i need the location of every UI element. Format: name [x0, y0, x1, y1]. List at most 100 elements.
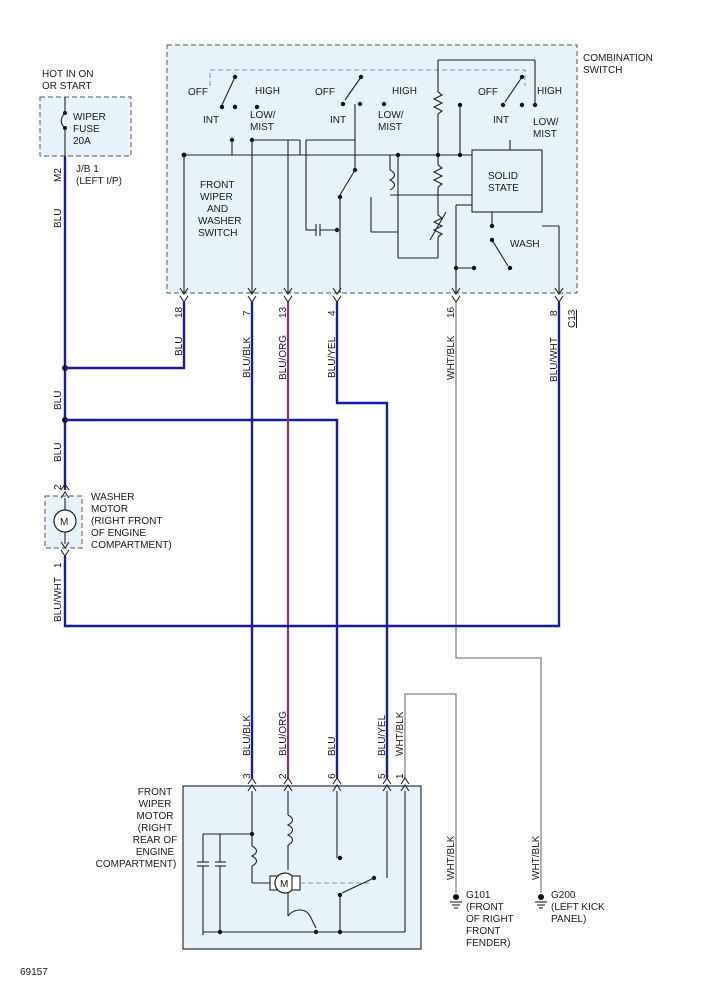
switch-internals — [181, 59, 560, 293]
fm-line-1: FRONT — [138, 787, 172, 798]
g101-line-1: (FRONT — [466, 902, 504, 913]
mist-label-3: MIST — [533, 129, 557, 140]
fm-line-3: MOTOR — [136, 811, 173, 822]
and-label: AND — [207, 204, 228, 215]
solid-label: SOLID — [488, 171, 518, 182]
wash-label: WASH — [510, 239, 540, 250]
off-label-3: OFF — [478, 87, 498, 98]
wire-blu-blk-1: BLU/BLK — [242, 337, 253, 378]
wm-line-5: COMPARTMENT) — [91, 540, 172, 551]
motor-pin-5: 5 — [377, 773, 388, 779]
motor-pin-1: 1 — [395, 773, 406, 779]
pin-18: 18 — [174, 306, 185, 318]
off-label-1: OFF — [188, 87, 208, 98]
jb-pin: M2 — [53, 168, 64, 182]
ground-g101 — [450, 894, 462, 909]
ground-labels: G101 (FRONT OF RIGHT FRONT FENDER) G200 … — [466, 890, 605, 949]
wire-blu-org-2: BLU/ORG — [278, 711, 289, 756]
hot-label: HOT IN ON — [42, 69, 93, 80]
wire-wht-blk-2: WHT/BLK — [395, 711, 406, 756]
switch-label: SWITCH — [583, 65, 622, 76]
pin-13: 13 — [278, 306, 289, 318]
pin-8: 8 — [549, 310, 560, 316]
washer-motor-m: M — [60, 517, 68, 528]
wire-blu-1: BLU — [53, 209, 64, 228]
combo-switch-labels: COMBINATION SWITCH FRONT WIPER AND WASHE… — [188, 53, 653, 328]
washer-motor-labels: 2 1 M WASHER MOTOR (RIGHT FRONT OF ENGIN… — [53, 484, 172, 568]
mist-label-1: MIST — [250, 122, 274, 133]
wire-color-labels: BLU BLU BLU BLU BLU/BLK BLU/ORG BLU/YEL … — [53, 209, 560, 880]
wiper-motor-internals — [197, 777, 410, 935]
harness-wires — [62, 156, 561, 893]
mist-label-2: MIST — [378, 122, 402, 133]
combination-label: COMBINATION — [583, 53, 653, 64]
high-label-3: HIGH — [537, 86, 562, 97]
fm-line-4: (RIGHT — [138, 823, 172, 834]
wire-blu-3: BLU — [53, 391, 64, 410]
low-label-3: LOW/ — [533, 117, 559, 128]
fm-line-2: WIPER — [139, 799, 172, 810]
motor-pin-3: 3 — [242, 773, 253, 779]
wire-blu-org-1: BLU/ORG — [278, 335, 289, 380]
wire-wht-blk-3: WHT/BLK — [446, 835, 457, 880]
high-label-1: HIGH — [255, 86, 280, 97]
int-label-2: INT — [330, 115, 346, 126]
int-label-3: INT — [493, 115, 509, 126]
front-label: FRONT — [200, 180, 234, 191]
wiper-label: WIPER — [200, 192, 233, 203]
low-label-1: LOW/ — [250, 110, 276, 121]
wiper-motor-box — [182, 785, 422, 950]
wm-line-4: OF ENGINE — [91, 528, 146, 539]
pin-4: 4 — [327, 310, 338, 316]
power-source-labels: HOT IN ON OR START WIPER FUSE 20A J/B 1 … — [42, 69, 122, 187]
wm-line-3: (RIGHT FRONT — [91, 516, 162, 527]
or-start-label: OR START — [42, 81, 92, 92]
pin-7: 7 — [242, 310, 253, 316]
fm-line-6: ENGINE — [136, 847, 175, 858]
g200-label: G200 — [551, 890, 576, 901]
fuse-box — [39, 96, 132, 157]
wire-blu-yel-1: BLU/YEL — [327, 336, 338, 378]
washer-motor — [53, 483, 77, 557]
wm-line-2: MOTOR — [91, 504, 128, 515]
wire-wht-blk-4: WHT/BLK — [531, 835, 542, 880]
jb-name: J/B 1 — [76, 164, 99, 175]
g101-label: G101 — [466, 890, 491, 901]
washer-label: WASHER — [198, 216, 242, 227]
g200-line-2: PANEL) — [551, 914, 586, 925]
switch-name-label: SWITCH — [198, 228, 237, 239]
fuse-word: FUSE — [73, 124, 100, 135]
pin-16: 16 — [446, 306, 457, 318]
jb-location: (LEFT I/P) — [76, 176, 122, 187]
g101-line-3: FRONT — [466, 926, 500, 937]
motor-pin-6: 6 — [327, 773, 338, 779]
figure-number: 69157 — [20, 967, 48, 978]
fm-line-5: REAR OF — [133, 835, 177, 846]
wire-blu-blk-2: BLU/BLK — [242, 715, 253, 756]
washer-pin-1: 1 — [53, 562, 64, 568]
wire-blu-4: BLU — [53, 443, 64, 462]
ground-g200 — [535, 894, 547, 909]
int-label-1: INT — [203, 115, 219, 126]
wire-blu-5: BLU — [327, 737, 338, 756]
off-label-2: OFF — [315, 87, 335, 98]
wire-blu-2: BLU — [174, 337, 185, 356]
g101-line-2: OF RIGHT — [466, 914, 514, 925]
wire-blu-wht-1: BLU/WHT — [549, 337, 560, 382]
wiper-motor-m: M — [280, 879, 288, 890]
wm-line-1: WASHER — [91, 492, 135, 503]
combo-pin-numbers: 18 7 13 4 16 8 — [174, 306, 560, 318]
fuse-amp: 20A — [73, 136, 91, 147]
low-label-2: LOW/ — [378, 110, 404, 121]
washer-pin-2: 2 — [53, 484, 64, 490]
g101-line-4: FENDER) — [466, 938, 510, 949]
fuse-name: WIPER — [73, 112, 106, 123]
fm-line-7: COMPARTMENT) — [96, 859, 177, 870]
wire-blu-wht-2: BLU/WHT — [53, 577, 64, 622]
wiper-motor-labels: 3 2 6 5 1 M FRONT WIPER MOTOR (RIGHT REA… — [96, 773, 406, 890]
wire-wht-blk-1: WHT/BLK — [446, 335, 457, 380]
high-label-2: HIGH — [392, 86, 417, 97]
motor-pin-2: 2 — [278, 773, 289, 779]
